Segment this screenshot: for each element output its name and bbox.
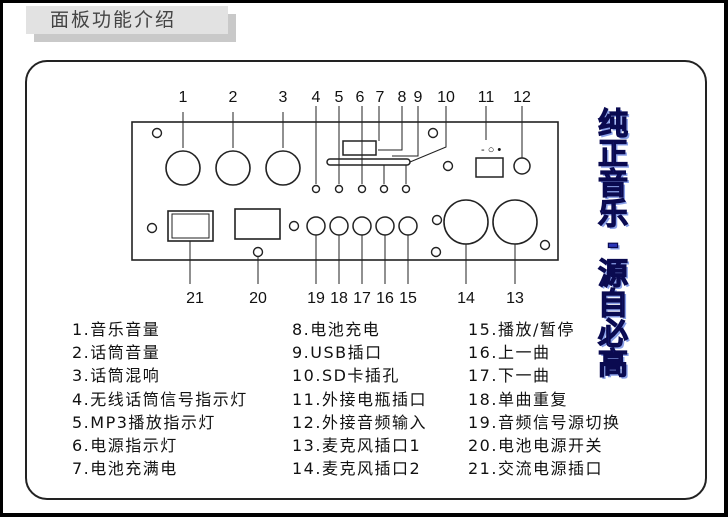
slogan-char: 自 <box>597 287 628 322</box>
screw-mid-left <box>146 222 158 234</box>
legend-item: 11.外接电瓶插口 <box>292 389 427 409</box>
repeat-button[interactable] <box>329 216 349 236</box>
legend-item: 6.电源指示灯 <box>72 435 178 455</box>
power-led <box>357 184 367 194</box>
label-16: 16 <box>376 290 394 307</box>
label-10: 10 <box>437 89 455 106</box>
slogan-vertical: 纯 正 音 乐 - 源 自 必 高 <box>588 107 638 382</box>
slogan-char: 纯 <box>597 107 628 142</box>
aux-audio-input[interactable] <box>513 157 531 175</box>
usb-port[interactable] <box>342 140 377 156</box>
legend-item: 4.无线话筒信号指示灯 <box>72 389 248 409</box>
label-20: 20 <box>249 290 267 307</box>
next-track-button[interactable] <box>352 216 372 236</box>
legend-item: 19.音频信号源切换 <box>468 412 621 432</box>
label-12: 12 <box>513 89 531 106</box>
ac-power-socket[interactable] <box>167 210 214 242</box>
slogan-char: 音 <box>597 167 628 202</box>
music-volume-knob[interactable] <box>165 150 201 186</box>
slogan-char: 必 <box>597 317 628 352</box>
label-7: 7 <box>376 89 385 106</box>
label-17: 17 <box>353 290 371 307</box>
legend-item: 15.播放/暂停 <box>468 320 575 339</box>
screw-top-right <box>427 127 439 139</box>
legend-item: 14.麦克风插口2 <box>292 459 422 479</box>
label-13: 13 <box>506 290 524 307</box>
slogan-char: 高 <box>597 347 628 382</box>
mic-jack-2[interactable] <box>443 199 489 245</box>
label-4: 4 <box>312 89 321 106</box>
screw-buttons-left <box>288 220 300 232</box>
title-box <box>26 6 228 34</box>
screw-top-left <box>151 127 163 139</box>
inner-panel <box>131 121 559 261</box>
label-9: 9 <box>414 89 423 106</box>
legend-item: 1.音乐音量 <box>72 320 161 339</box>
leader-8 <box>378 106 403 151</box>
ac-socket-inner <box>171 213 210 239</box>
label-1: 1 <box>179 89 188 106</box>
mic-echo-knob[interactable] <box>265 150 301 186</box>
legend-item: 17.下一曲 <box>468 366 551 386</box>
label-15: 15 <box>399 290 417 307</box>
prev-track-button[interactable] <box>375 216 395 236</box>
screw-bottom-far-right <box>539 239 551 251</box>
label-2: 2 <box>229 89 238 106</box>
screw-mid-right <box>431 214 443 226</box>
battery-charging-led <box>401 184 411 194</box>
legend-item: 10.SD卡插孔 <box>292 366 400 386</box>
legend-item: 7.电池充满电 <box>72 459 178 479</box>
screw-bottom-right <box>430 246 442 258</box>
legend-column-2: 8.电池充电 9.USB插口 10.SD卡插孔 11.外接电瓶插口 12.外接音… <box>292 318 427 480</box>
mic-jack-1[interactable] <box>492 199 538 245</box>
leader-10 <box>409 106 447 163</box>
play-pause-button[interactable] <box>398 216 418 236</box>
label-8: 8 <box>398 89 407 106</box>
label-5: 5 <box>335 89 344 106</box>
legend-item: 20.电池电源开关 <box>468 435 603 455</box>
mic-volume-knob[interactable] <box>215 150 251 186</box>
legend-column-3: 15.播放/暂停 16.上一曲 17.下一曲 18.单曲重复 19.音频信号源切… <box>468 318 620 480</box>
battery-full-led <box>379 184 389 194</box>
label-19: 19 <box>307 290 325 307</box>
label-3: 3 <box>279 89 288 106</box>
slogan-char: 源 <box>597 257 628 292</box>
battery-input-switch[interactable] <box>475 157 504 178</box>
legend-item: 13.麦克风插口1 <box>292 435 422 455</box>
label-18: 18 <box>330 290 348 307</box>
legend-item: 21.交流电源插口 <box>468 459 603 479</box>
legend-item: 12.外接音频输入 <box>292 412 427 432</box>
slogan-char: 正 <box>597 137 628 172</box>
source-switch-button[interactable] <box>306 216 326 236</box>
screw-right-upper <box>442 160 454 172</box>
label-21: 21 <box>186 290 204 307</box>
label-14: 14 <box>457 290 475 307</box>
mp3-play-led <box>334 184 344 194</box>
switch-symbols: - ○ • <box>481 144 501 156</box>
wireless-mic-led <box>311 184 321 194</box>
legend-item: 18.单曲重复 <box>468 389 568 409</box>
legend-item: 3.话筒混响 <box>72 366 161 386</box>
legend-item: 5.MP3播放指示灯 <box>72 412 216 432</box>
slogan-char: - <box>606 227 620 262</box>
legend-item: 16.上一曲 <box>468 343 551 363</box>
legend-item: 9.USB插口 <box>292 343 383 363</box>
leader-9 <box>392 106 419 157</box>
legend-column-1: 1.音乐音量 2.话筒音量 3.话筒混响 4.无线话筒信号指示灯 5.MP3播放… <box>72 318 248 480</box>
outer-panel-outline <box>25 60 707 500</box>
label-11: 11 <box>478 89 495 106</box>
page-title: 面板功能介绍 <box>50 9 177 31</box>
battery-power-switch[interactable] <box>234 208 281 240</box>
screw-bottom-mid <box>252 246 264 258</box>
legend-item: 8.电池充电 <box>292 320 381 339</box>
label-6: 6 <box>356 89 365 106</box>
legend-item: 2.话筒音量 <box>72 343 161 363</box>
slogan-char: 乐 <box>597 197 628 232</box>
